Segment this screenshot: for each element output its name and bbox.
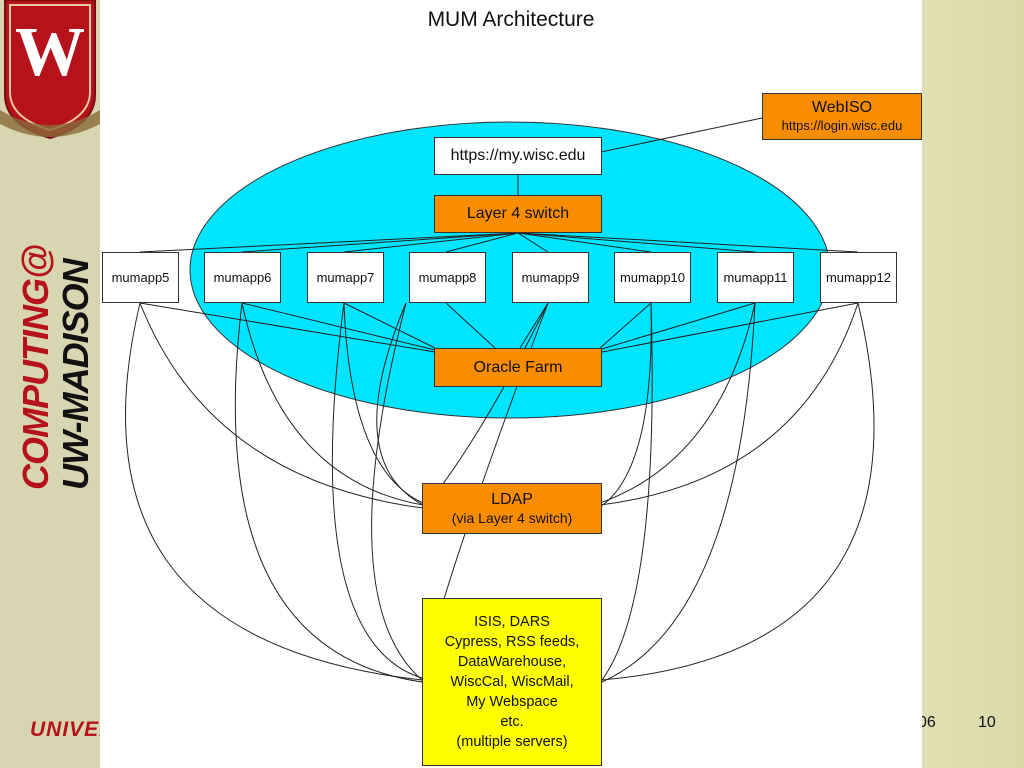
slide-canvas: MUM Architecture [100,0,922,768]
backend-line: WiscCal, WiscMail, [450,674,574,690]
backend-line: ISIS, DARS [474,614,550,630]
connector-lines [125,117,875,683]
server-node: mumapp9 [512,252,589,303]
svg-text:COMPUTING@: COMPUTING@ [15,245,56,490]
server-node: mumapp11 [717,252,794,303]
backend-line: DataWarehouse, [457,654,567,670]
webiso-title: WebISO [811,99,873,117]
diagram-title: MUM Architecture [427,8,595,31]
sidebar-branding: W COMPUTING@ UW-MADISON [0,0,100,768]
computing-uw-madison-logo: COMPUTING@ UW-MADISON [15,245,96,490]
svg-text:W: W [15,14,85,91]
server-node: mumapp8 [409,252,486,303]
page-number: 10 [978,714,996,731]
server-node: mumapp10 [614,252,691,303]
webiso-url: https://login.wisc.edu [781,118,903,134]
server-node: mumapp6 [204,252,281,303]
ldap-title: LDAP [491,490,533,508]
oracle-farm-box: Oracle Farm [434,348,602,387]
backend-line: etc. [500,714,524,730]
backend-systems-box: ISIS, DARS Cypress, RSS feeds, DataWareh… [422,598,602,766]
ldap-box: LDAP (via Layer 4 switch) [422,483,602,534]
connection-diagram [125,117,875,683]
layer4-switch-box: Layer 4 switch [434,195,602,233]
backend-line: Cypress, RSS feeds, [444,634,580,650]
server-node: mumapp7 [307,252,384,303]
footer-date: 06 [918,714,936,731]
portal-box: https://my.wisc.edu [434,137,602,175]
server-node: mumapp12 [820,252,897,303]
ldap-subtitle: (via Layer 4 switch) [451,509,573,526]
backend-line: My Webspace [466,694,558,710]
backend-line: (multiple servers) [456,734,568,750]
uw-crest-logo: W [0,0,100,140]
webiso-box: WebISO https://login.wisc.edu [762,93,922,140]
svg-text:UW-MADISON: UW-MADISON [55,257,96,490]
server-node: mumapp5 [102,252,179,303]
